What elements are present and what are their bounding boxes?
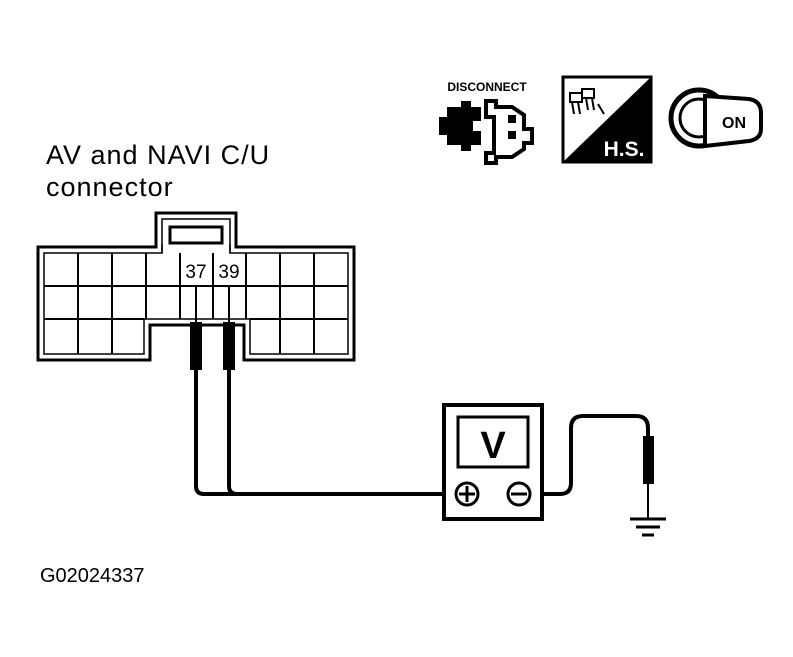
harness-side-icon: H.S. — [561, 75, 653, 164]
pin-37-label: 37 — [185, 262, 206, 283]
ignition-on-label: ON — [722, 115, 746, 132]
disconnect-label: DISCONNECT — [447, 80, 527, 94]
disconnect-icon: DISCONNECT — [439, 80, 534, 165]
probe-positive — [190, 285, 202, 370]
probe-negative — [223, 285, 235, 370]
connector-title-line2: connector — [46, 172, 174, 202]
figure-id: G02024337 — [40, 565, 145, 587]
negative-terminal-icon — [506, 481, 532, 507]
voltmeter: V — [442, 403, 544, 521]
positive-terminal-icon — [454, 481, 480, 507]
voltmeter-symbol: V — [480, 425, 506, 467]
ground-probe — [643, 436, 654, 518]
connector-title-line1: AV and NAVI C/U — [46, 140, 271, 170]
pin-39-label: 39 — [218, 262, 239, 283]
ignition-on-icon: ON — [668, 87, 763, 149]
harness-side-label: H.S. — [604, 138, 645, 161]
test-leads — [194, 370, 650, 496]
ground-icon — [630, 517, 666, 537]
